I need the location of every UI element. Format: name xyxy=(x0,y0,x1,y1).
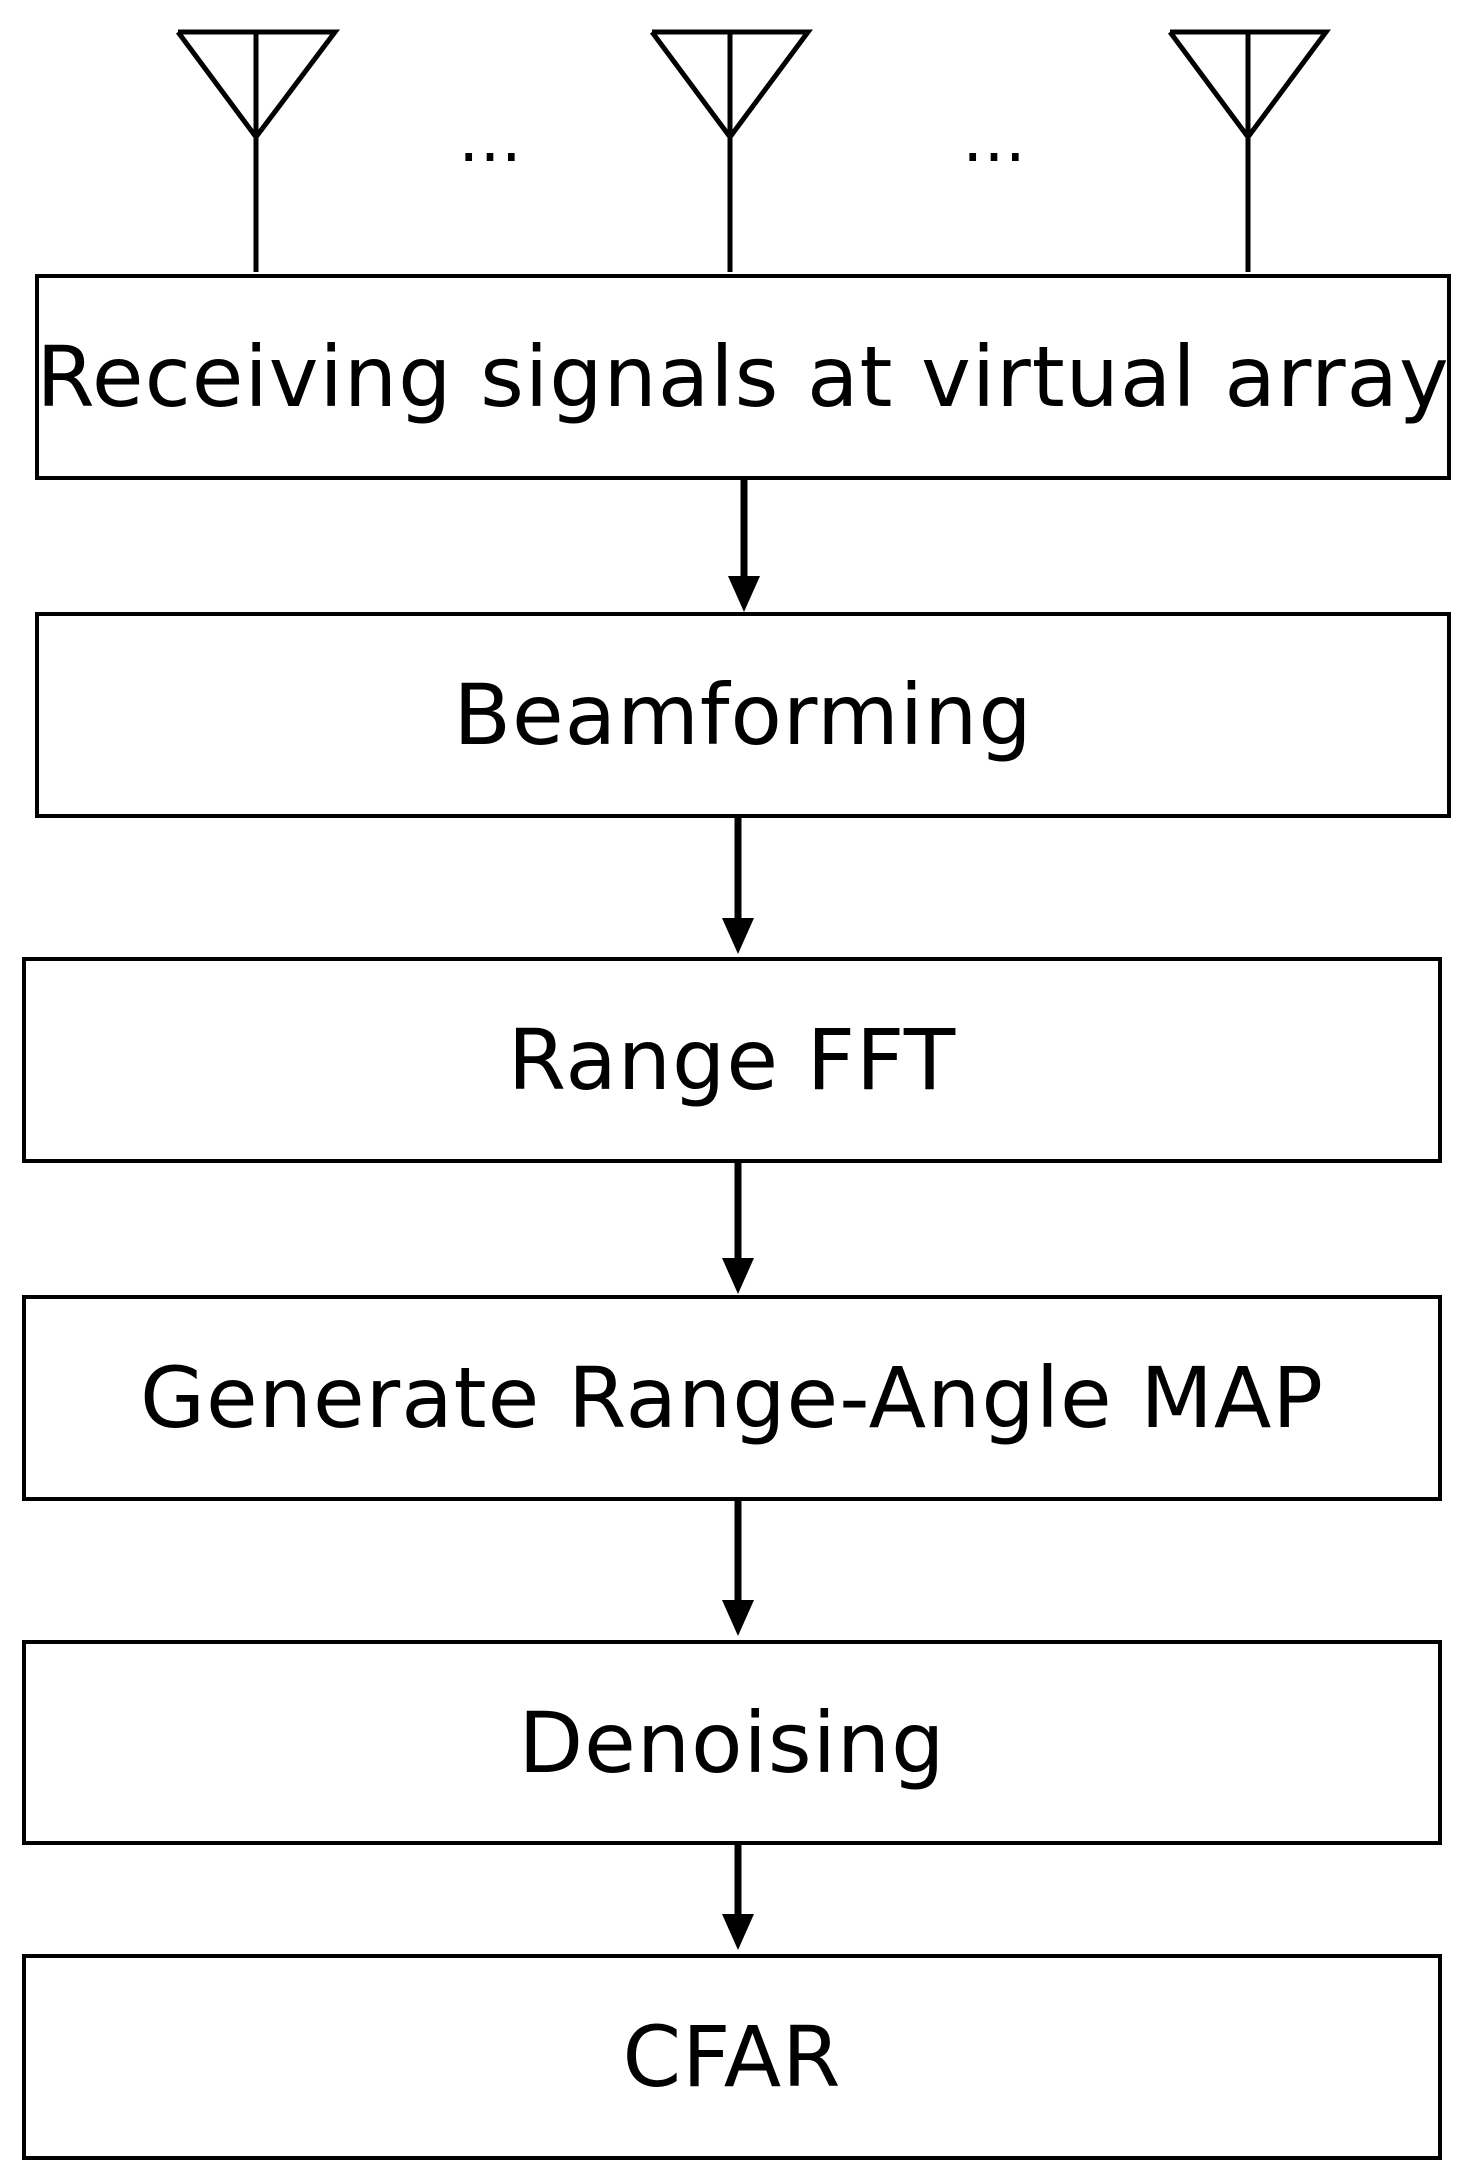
antenna-icon xyxy=(1167,29,1331,272)
step-cfar: CFAR xyxy=(22,1954,1442,2160)
flow-arrow xyxy=(728,480,760,612)
step-denoising: Denoising xyxy=(22,1640,1442,1845)
antenna-ellipsis-left: … xyxy=(458,103,526,177)
antenna-icon xyxy=(649,29,813,272)
step-label: CFAR xyxy=(622,2008,842,2106)
flow-arrow xyxy=(722,1163,754,1294)
step-beamforming: Beamforming xyxy=(35,612,1451,818)
flow-arrow xyxy=(722,818,754,954)
step-label: Receiving signals at virtual array xyxy=(36,328,1450,426)
step-range-angle-map: Generate Range-Angle MAP xyxy=(22,1295,1442,1501)
step-label: Beamforming xyxy=(453,666,1033,764)
step-label: Generate Range-Angle MAP xyxy=(139,1349,1325,1447)
step-label: Range FFT xyxy=(507,1011,957,1109)
flow-arrow xyxy=(722,1501,754,1636)
step-label: Denoising xyxy=(518,1693,946,1792)
step-range-fft: Range FFT xyxy=(22,957,1442,1163)
antenna-icon xyxy=(175,29,341,272)
antenna-ellipsis-right: … xyxy=(962,103,1030,177)
step-receiving-signals: Receiving signals at virtual array xyxy=(35,274,1451,480)
flow-arrow xyxy=(722,1845,754,1950)
